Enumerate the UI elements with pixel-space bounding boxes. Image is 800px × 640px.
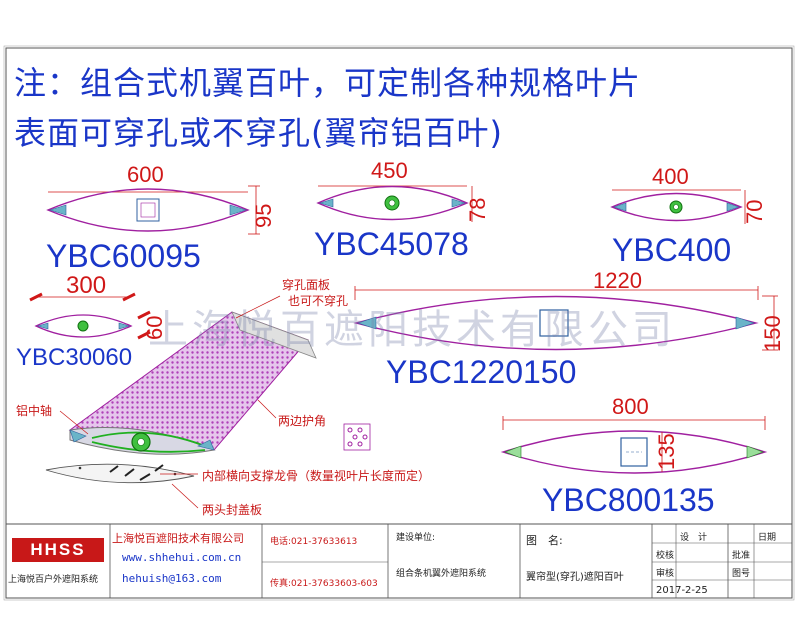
designer-label: 设 计: [680, 533, 708, 543]
blade-3d-assembly: [45, 295, 371, 509]
width-ybc45078: 450: [371, 158, 408, 183]
unit-label: 建设单位:: [396, 533, 436, 543]
company-email[interactable]: hehuish@163.com: [122, 572, 222, 585]
profile-ybc1220150: [353, 286, 778, 351]
reviewer-label: 审核: [656, 569, 675, 579]
annotation-end-caps: 两头封盖板: [202, 503, 263, 517]
drawing-name: 翼帘型(穿孔)遮阳百叶: [526, 572, 624, 583]
watermark: 上海悦百遮阳技术有限公司: [148, 307, 676, 353]
annotation-perforated-panel: 穿孔面板: [282, 278, 331, 292]
width-ybc800135: 800: [612, 394, 649, 419]
company-name: 上海悦百遮阳技术有限公司: [112, 532, 244, 545]
model-ybc400: YBC400: [612, 232, 732, 268]
company-fax: 传真:021-37633603-603: [270, 579, 378, 589]
height-ybc45078: 78: [465, 197, 490, 222]
company-website[interactable]: www.shhehui.com.cn: [122, 551, 242, 564]
note-line-2: 表面可穿孔或不穿孔(翼帘铝百叶): [14, 114, 503, 152]
annotation-edge-guard: 两边护角: [278, 414, 327, 428]
annotation-inner-ribs: 内部横向支撑龙骨（数量视叶片长度而定）: [202, 469, 431, 483]
profile-ybc800135: [500, 416, 768, 474]
drawing-no-label: 图号: [732, 569, 751, 579]
width-ybc30060: 300: [66, 272, 107, 299]
height-ybc400: 70: [742, 199, 767, 224]
project-label: 组合条机翼外遮阳系统: [396, 569, 487, 579]
sheet-border: [5, 47, 793, 599]
note-line-1: 注：组合式机翼百叶，可定制各种规格叶片: [14, 64, 642, 102]
model-ybc45078: YBC45078: [314, 226, 469, 262]
width-ybc1220150: 1220: [593, 268, 642, 293]
annotation-perforated-panel-2: 也可不穿孔: [288, 294, 349, 308]
company-tel: 电话:021-37633613: [270, 537, 358, 547]
checker-label: 校核: [656, 551, 675, 561]
annotation-center-shaft: 铝中轴: [16, 404, 53, 418]
height-ybc1220150: 150: [760, 315, 785, 352]
model-ybc60095: YBC60095: [46, 238, 201, 274]
height-ybc800135: 135: [654, 433, 679, 470]
profile-ybc400: [610, 189, 746, 224]
company-logo: HHSS: [12, 538, 104, 562]
width-ybc400: 400: [652, 164, 689, 189]
title-block-grid: [6, 523, 792, 598]
profile-ybc60095: [46, 185, 260, 235]
model-ybc30060: YBC30060: [16, 344, 133, 371]
logo-caption: 上海悦百户外遮阳系统: [8, 575, 99, 585]
height-ybc60095: 95: [251, 203, 276, 228]
model-ybc1220150: YBC1220150: [386, 354, 577, 390]
profile-ybc30060: [29, 292, 151, 340]
profile-ybc45078: [316, 185, 473, 222]
drawing-label: 图 名:: [526, 534, 563, 547]
date-label: 日期: [758, 533, 777, 543]
approve-label: 批准: [732, 551, 751, 561]
width-ybc60095: 600: [127, 162, 164, 187]
date-value: 2017-2-25: [656, 585, 708, 596]
model-ybc800135: YBC800135: [542, 482, 715, 518]
